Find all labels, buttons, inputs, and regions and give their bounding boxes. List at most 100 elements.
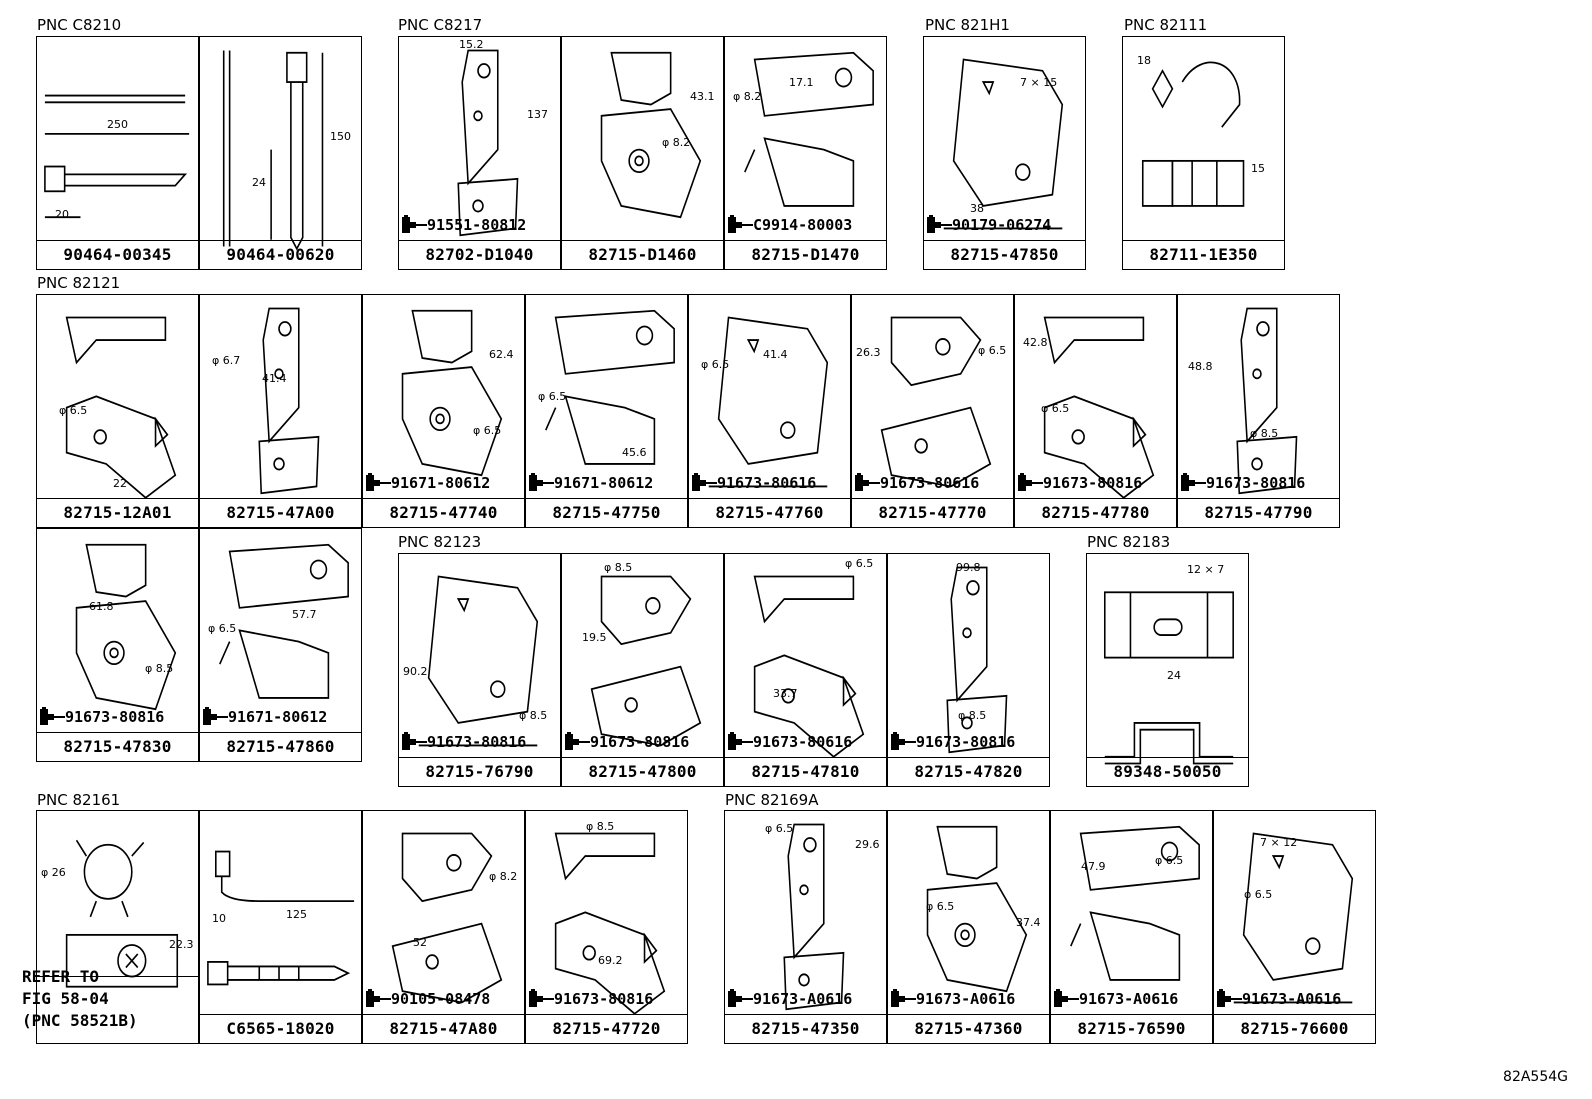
- bolt-part-number: 91673-80816: [1043, 474, 1143, 492]
- dimension-label: φ 6.7: [212, 354, 241, 367]
- bolt-callout: 91673-A0616: [890, 988, 1015, 1010]
- part-number: 82715-47820: [888, 757, 1049, 786]
- bolt-part-number: 91673-80616: [717, 474, 817, 492]
- part-number: 90464-00345: [37, 240, 198, 269]
- part-drawing: [219, 543, 349, 699]
- part-drawing: [753, 575, 865, 758]
- part-number: 82715-76600: [1214, 1014, 1375, 1043]
- group-label: PNC 82183: [1087, 533, 1171, 551]
- bolt-callout: 90179-06274: [926, 214, 1051, 236]
- dimension-label: φ 8.5: [586, 820, 615, 833]
- dimension-label: φ 6.5: [538, 390, 567, 403]
- bolt-callout: 91671-80612: [202, 706, 327, 728]
- dimension-label: 38: [970, 202, 984, 215]
- dimension-label: 22.3: [169, 938, 194, 951]
- bolt-callout: 91673-80816: [528, 988, 653, 1010]
- bolt-callout: 91673-80816: [564, 731, 689, 753]
- bolt-icon: [565, 732, 590, 750]
- bolt-callout: 91671-80612: [528, 472, 653, 494]
- dimension-label: 62.4: [489, 348, 514, 361]
- bolt-part-number: 91673-80816: [590, 733, 690, 751]
- bolt-icon: [402, 215, 427, 233]
- part-drawing: [418, 575, 539, 747]
- dimension-label: φ 8.5: [958, 709, 987, 722]
- bolt-part-number: 91673-A0616: [1242, 990, 1342, 1008]
- bolt-part-number: 91673-A0616: [1079, 990, 1179, 1008]
- group-label: PNC C8217: [398, 16, 483, 34]
- part-number: 82715-47350: [725, 1014, 886, 1043]
- bolt-icon: [1018, 473, 1043, 491]
- bolt-part-number: 91673-80816: [1206, 474, 1306, 492]
- bolt-icon: [728, 732, 753, 750]
- group-label: PNC 82169A: [725, 791, 819, 809]
- dimension-label: 15: [1251, 162, 1265, 175]
- dimension-label: 61.8: [89, 600, 114, 613]
- group-label: PNC 82123: [398, 533, 482, 551]
- part-number: 82715-47800: [562, 757, 723, 786]
- bolt-part-number: C9914-80003: [753, 216, 853, 234]
- bolt-part-number: 91673-80816: [916, 733, 1016, 751]
- part-number: 90464-00620: [200, 240, 361, 269]
- part-number: 82715-47720: [526, 1014, 687, 1043]
- dimension-label: φ 8.5: [145, 662, 174, 675]
- group-label: PNC 82111: [1124, 16, 1208, 34]
- part-drawing: [554, 832, 666, 1015]
- part-number: 89348-50050: [1087, 757, 1248, 786]
- part-drawing: [391, 832, 503, 1004]
- bolt-part-number: 91671-80612: [391, 474, 491, 492]
- part-drawing: [590, 575, 702, 747]
- part-drawing: [744, 51, 874, 207]
- bolt-callout: 90105-08478: [365, 988, 490, 1010]
- bolt-part-number: 91671-80612: [554, 474, 654, 492]
- part-drawing: [44, 94, 190, 219]
- part-drawing: [207, 850, 355, 986]
- dimension-label: 10: [212, 912, 226, 925]
- part-number: 82715-47A80: [363, 1014, 524, 1043]
- dimension-label: 57.7: [292, 608, 317, 621]
- part-number: 82715-D1470: [725, 240, 886, 269]
- part-drawing: [926, 825, 1028, 993]
- part-number: 82715-D1460: [562, 240, 723, 269]
- part-number: 82711-1E350: [1123, 240, 1284, 269]
- dimension-label: φ 8.5: [604, 561, 633, 574]
- bolt-part-number: 91671-80612: [228, 708, 328, 726]
- part-number: [37, 976, 198, 1043]
- part-drawing: [783, 823, 845, 1011]
- bolt-part-number: 91673-A0616: [753, 990, 853, 1008]
- dimension-label: φ 6.5: [765, 822, 794, 835]
- dimension-label: φ 6.5: [845, 557, 874, 570]
- dimension-label: 26.3: [856, 346, 881, 359]
- part-drawing: [457, 49, 519, 237]
- bolt-callout: 91673-A0616: [1216, 988, 1341, 1010]
- dimension-label: φ 6.5: [1155, 854, 1184, 867]
- figure-code: 82A554G: [1503, 1069, 1568, 1085]
- dimension-label: 150: [330, 130, 351, 143]
- dimension-label: 48.8: [1188, 360, 1213, 373]
- bolt-part-number: 91673-A0616: [916, 990, 1016, 1008]
- group-label: PNC C8210: [37, 16, 122, 34]
- dimension-label: 52: [413, 936, 427, 949]
- dimension-label: φ 6.5: [701, 358, 730, 371]
- dimension-label: 33.7: [773, 687, 798, 700]
- bolt-callout: 91673-80816: [401, 731, 526, 753]
- part-number: 82715-47A00: [200, 498, 361, 527]
- dimension-label: 19.5: [582, 631, 607, 644]
- dimension-label: 125: [286, 908, 307, 921]
- bolt-icon: [728, 215, 753, 233]
